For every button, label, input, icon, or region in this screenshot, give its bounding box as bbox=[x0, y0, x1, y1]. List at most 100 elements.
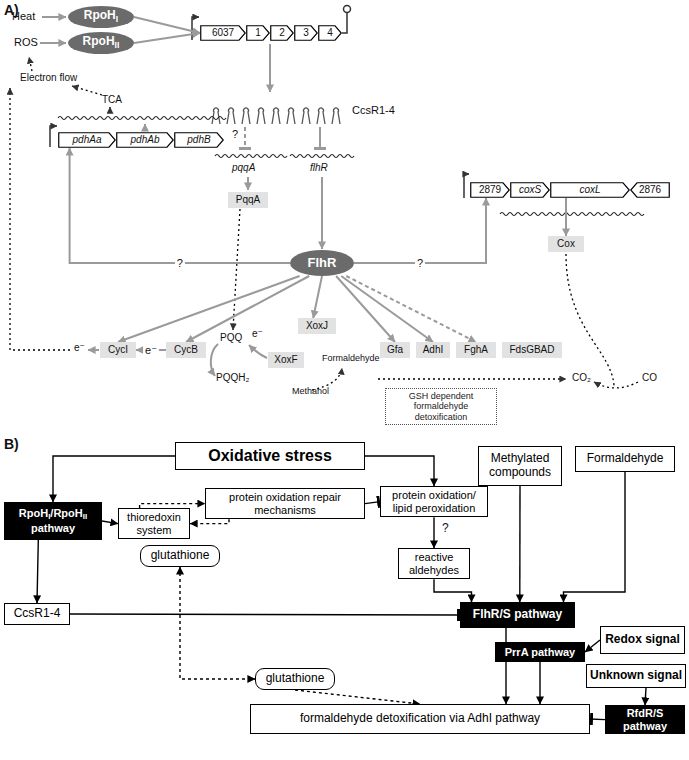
inhibition-line bbox=[244, 127, 246, 150]
dotted-arrow bbox=[594, 382, 638, 388]
rna-hairpin bbox=[332, 108, 340, 124]
process-box: formaldehyde detoxification via AdhI pat… bbox=[250, 704, 590, 734]
node-text: glutathione bbox=[151, 548, 210, 562]
node-text: 2876 bbox=[639, 184, 661, 195]
connector bbox=[134, 17, 200, 33]
label-text: ? bbox=[442, 522, 449, 536]
metabolite-box: glutathione bbox=[255, 668, 335, 690]
process-box: Oxidative stress bbox=[175, 442, 365, 470]
gene-arrow: 3 bbox=[294, 25, 318, 41]
process-box: reactive aldehydes bbox=[398, 548, 470, 579]
connector bbox=[346, 276, 476, 342]
protein-ellipse: FlhR bbox=[290, 250, 354, 276]
protein-box: AdhI bbox=[416, 342, 450, 358]
label-text: CO₂ bbox=[572, 372, 591, 384]
label-text: B) bbox=[4, 436, 19, 452]
transcript bbox=[290, 155, 354, 158]
connector bbox=[190, 519, 229, 523]
gene-arrow: coxS bbox=[510, 182, 550, 198]
protein-box: Gfa bbox=[380, 342, 410, 358]
protein-box: CycB bbox=[166, 342, 206, 358]
gene-arrow: 2 bbox=[270, 25, 294, 41]
protein-box: CycI bbox=[100, 342, 136, 358]
edge-label: ? bbox=[175, 257, 185, 269]
node-text: FlhR/S pathway bbox=[473, 607, 562, 621]
connector bbox=[590, 718, 605, 720]
node-text: I bbox=[116, 14, 118, 24]
node-text: reactive aldehydes bbox=[409, 551, 459, 576]
gene-arrow: coxL bbox=[550, 182, 630, 198]
label-text: e⁻ bbox=[74, 342, 85, 354]
process-box: GSH dependent formaldehyde detoxificatio… bbox=[385, 388, 497, 425]
translation-arrow bbox=[247, 177, 249, 190]
translation-arrow bbox=[321, 177, 323, 249]
node-text: CycB bbox=[174, 344, 198, 355]
electron-arrow bbox=[88, 349, 99, 351]
label-text: Methanol bbox=[292, 386, 329, 396]
node-text: formaldehyde detoxification via AdhI pat… bbox=[300, 711, 540, 725]
connector bbox=[53, 456, 175, 502]
promoter bbox=[464, 174, 469, 198]
cofactor-arrow bbox=[233, 209, 240, 330]
terminator bbox=[344, 6, 351, 13]
gene-arrow: 1 bbox=[246, 25, 270, 41]
promoter bbox=[192, 17, 199, 40]
process-box: Formaldehyde bbox=[575, 446, 675, 472]
rna-hairpin bbox=[257, 108, 265, 124]
node-text: RpoH bbox=[19, 507, 48, 519]
node-text: 6037 bbox=[212, 27, 234, 38]
node-text: Gfa bbox=[387, 344, 403, 355]
process-box: CcsR1-4 bbox=[4, 603, 70, 625]
dotted-arrow bbox=[72, 86, 102, 95]
node-text: AdhI bbox=[423, 344, 444, 355]
label-text: CO bbox=[642, 372, 657, 384]
label-text: ? bbox=[232, 128, 238, 141]
protein-box: FghA bbox=[456, 342, 496, 358]
transcript bbox=[215, 155, 287, 158]
gene-arrow: pdhAa bbox=[58, 132, 116, 148]
process-box: thioredoxin system bbox=[118, 508, 190, 539]
transcription-arrow bbox=[269, 44, 271, 92]
connector bbox=[585, 640, 600, 652]
node-text: 1 bbox=[255, 27, 261, 38]
connector bbox=[102, 521, 118, 524]
process-box: protein oxidation repair mechanisms bbox=[205, 488, 365, 519]
node-text: II bbox=[115, 40, 120, 50]
node-text: Formaldehyde bbox=[587, 451, 664, 465]
node-text: coxS bbox=[519, 184, 541, 195]
node-text: Oxidative stress bbox=[208, 447, 332, 464]
pathway-box: PrrA pathway bbox=[495, 642, 585, 662]
connector bbox=[433, 517, 434, 548]
dotted-arrow bbox=[29, 57, 32, 71]
rna-hairpin bbox=[272, 108, 280, 124]
node-text: RpoH bbox=[83, 34, 115, 48]
node-text: pdhAb bbox=[131, 134, 160, 145]
node-text: GSH dependent formaldehyde detoxificatio… bbox=[409, 391, 474, 422]
connector bbox=[519, 486, 521, 602]
process-box: Unknown signal bbox=[586, 664, 686, 688]
rna-hairpin bbox=[287, 108, 295, 124]
label-text: ROS bbox=[14, 36, 38, 49]
connector bbox=[313, 276, 322, 318]
gene-arrow: 2879 bbox=[470, 182, 510, 198]
dotted-arrow bbox=[109, 107, 110, 113]
connector bbox=[295, 690, 420, 704]
metabolite-box: glutathione bbox=[140, 545, 220, 567]
node-text: /RpoH bbox=[50, 507, 82, 519]
connector bbox=[180, 567, 255, 679]
edge-label: ? bbox=[415, 257, 425, 269]
rna-hairpin bbox=[212, 108, 220, 124]
rna-hairpin bbox=[317, 108, 325, 124]
protein-box: XoxF bbox=[268, 352, 304, 368]
dotted-arrow bbox=[10, 88, 70, 350]
promoter bbox=[50, 126, 57, 147]
label-text: TCA bbox=[102, 94, 122, 106]
node-text: protein oxidation/ lipid peroxidation bbox=[392, 489, 476, 514]
node-text: FlhR bbox=[308, 255, 337, 270]
rna-hairpin bbox=[242, 108, 250, 124]
terminator bbox=[342, 13, 347, 33]
protein-box: XoxJ bbox=[298, 318, 336, 334]
node-text: protein oxidation repair mechanisms bbox=[229, 491, 341, 516]
dotted-line bbox=[566, 254, 614, 386]
connector bbox=[434, 579, 472, 602]
